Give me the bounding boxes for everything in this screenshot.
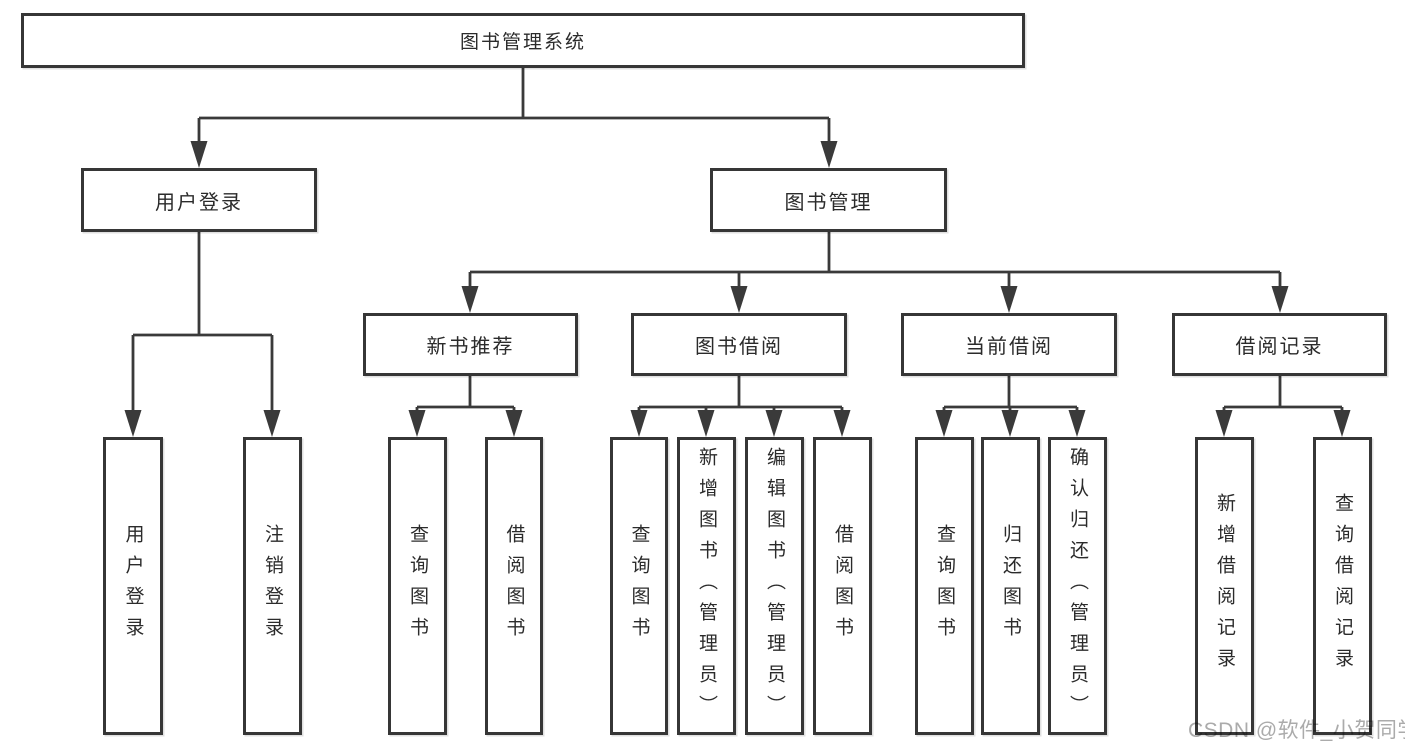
leaf-query-books-current: 查询图书 (915, 437, 974, 735)
leaf-logout: 注销登录 (243, 437, 302, 735)
leaf-add-book-admin: 新增图书（管理员） (677, 437, 736, 735)
leaf-return-book: 归还图书 (981, 437, 1040, 735)
leaf-query-borrow-record: 查询借阅记录 (1313, 437, 1372, 735)
node-book-borrow: 图书借阅 (631, 313, 847, 376)
leaf-edit-book-admin: 编辑图书（管理员） (745, 437, 804, 735)
leaf-user-login: 用户登录 (103, 437, 163, 735)
leaf-query-books-recommend: 查询图书 (388, 437, 447, 735)
watermark: CSDN @软件_小贺同学 (1188, 719, 1405, 742)
node-library-system: 图书管理系统 (21, 13, 1025, 68)
leaf-confirm-return-admin: 确认归还（管理员） (1048, 437, 1107, 735)
node-user-login: 用户登录 (81, 168, 317, 232)
node-borrow-record: 借阅记录 (1172, 313, 1387, 376)
node-new-book-recommend: 新书推荐 (363, 313, 578, 376)
leaf-borrow-books-recommend: 借阅图书 (485, 437, 543, 735)
node-book-management: 图书管理 (710, 168, 947, 232)
leaf-query-books-borrow: 查询图书 (610, 437, 668, 735)
leaf-borrow-books: 借阅图书 (813, 437, 872, 735)
leaf-add-borrow-record: 新增借阅记录 (1195, 437, 1254, 735)
node-current-borrow: 当前借阅 (901, 313, 1117, 376)
